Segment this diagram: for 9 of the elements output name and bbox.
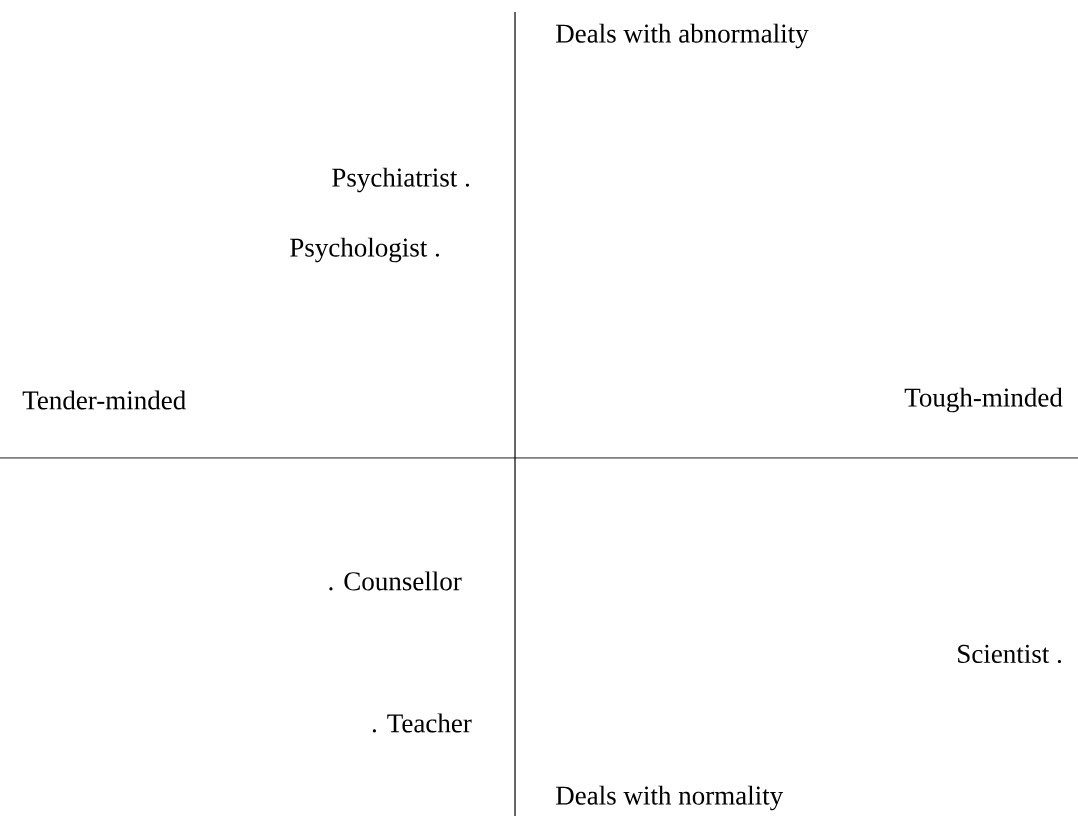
point-label: Psychologist . xyxy=(290,237,440,263)
point-label: . Counsellor xyxy=(329,571,462,591)
axis-label: Tough-minded xyxy=(904,387,1063,413)
axis-label: Tender-minded xyxy=(22,390,186,410)
point-label: Scientist . xyxy=(958,644,1062,664)
axis-label: Deals with normality xyxy=(556,785,784,811)
axis-label: Deals with abnormality xyxy=(556,23,809,49)
point-label: Psychiatrist . xyxy=(332,167,470,193)
point-label: . Teacher xyxy=(372,713,472,733)
